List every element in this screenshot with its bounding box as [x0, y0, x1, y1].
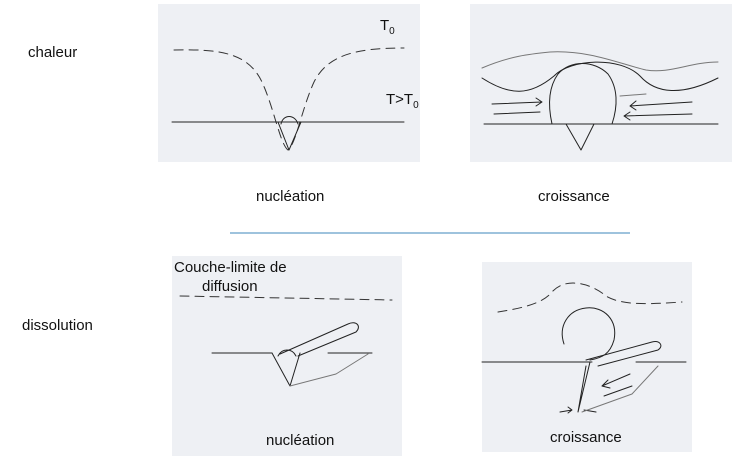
hidden-edge: [290, 354, 368, 386]
panel-dissolution-nucleation: Couche-limite de diffusion: [172, 256, 402, 456]
panel-dissolution-growth: [482, 262, 692, 452]
inflow-arrow-right-1: [630, 101, 692, 110]
growing-bubble: [550, 64, 617, 125]
hidden-edge: [582, 366, 658, 412]
boundary-layer-label-1: Couche-limite de: [174, 259, 287, 276]
inflow-arrow-1: [602, 374, 630, 388]
heat-flux-arrow: [620, 94, 646, 96]
nucleation-cavity: [278, 122, 301, 150]
temp-relation-label: T>T0: [386, 91, 419, 111]
heat-nucleation-sketch: T0 T>T0: [158, 4, 420, 162]
inflow-arrow-left-1: [492, 98, 542, 106]
boundary-layer-curve: [482, 62, 718, 91]
row-label-dissolution: dissolution: [22, 317, 93, 334]
growing-crystal: [562, 308, 614, 360]
section-divider: [230, 232, 630, 234]
caption-dissolution-growth: croissance: [550, 429, 622, 446]
inflow-arrow-left-2: [494, 112, 540, 114]
caption-heat-nucleation: nucléation: [256, 188, 324, 205]
conical-cavity: [272, 353, 300, 386]
cavity: [578, 362, 590, 412]
cavity: [566, 124, 594, 150]
heat-growth-sketch: [470, 4, 732, 162]
nucleus-bubble: [281, 117, 298, 125]
row-label-heat: chaleur: [28, 44, 77, 61]
boundary-layer-label-2: diffusion: [202, 278, 258, 295]
caption-heat-growth: croissance: [538, 188, 610, 205]
temp-ambient-label: T0: [380, 17, 395, 37]
dissolution-nucleation-sketch: Couche-limite de diffusion: [172, 256, 402, 456]
small-arrow-left: [560, 407, 572, 413]
diffusion-boundary-layer-dashed: [180, 296, 392, 300]
panel-heat-nucleation: T0 T>T0: [158, 4, 420, 162]
panel-heat-growth: [470, 4, 732, 162]
dissolution-growth-sketch: [482, 262, 692, 452]
temperature-isotherm-dashed: [174, 48, 404, 150]
inflow-arrow-right-2: [624, 112, 692, 120]
caption-dissolution-nucleation: nucléation: [266, 432, 334, 449]
